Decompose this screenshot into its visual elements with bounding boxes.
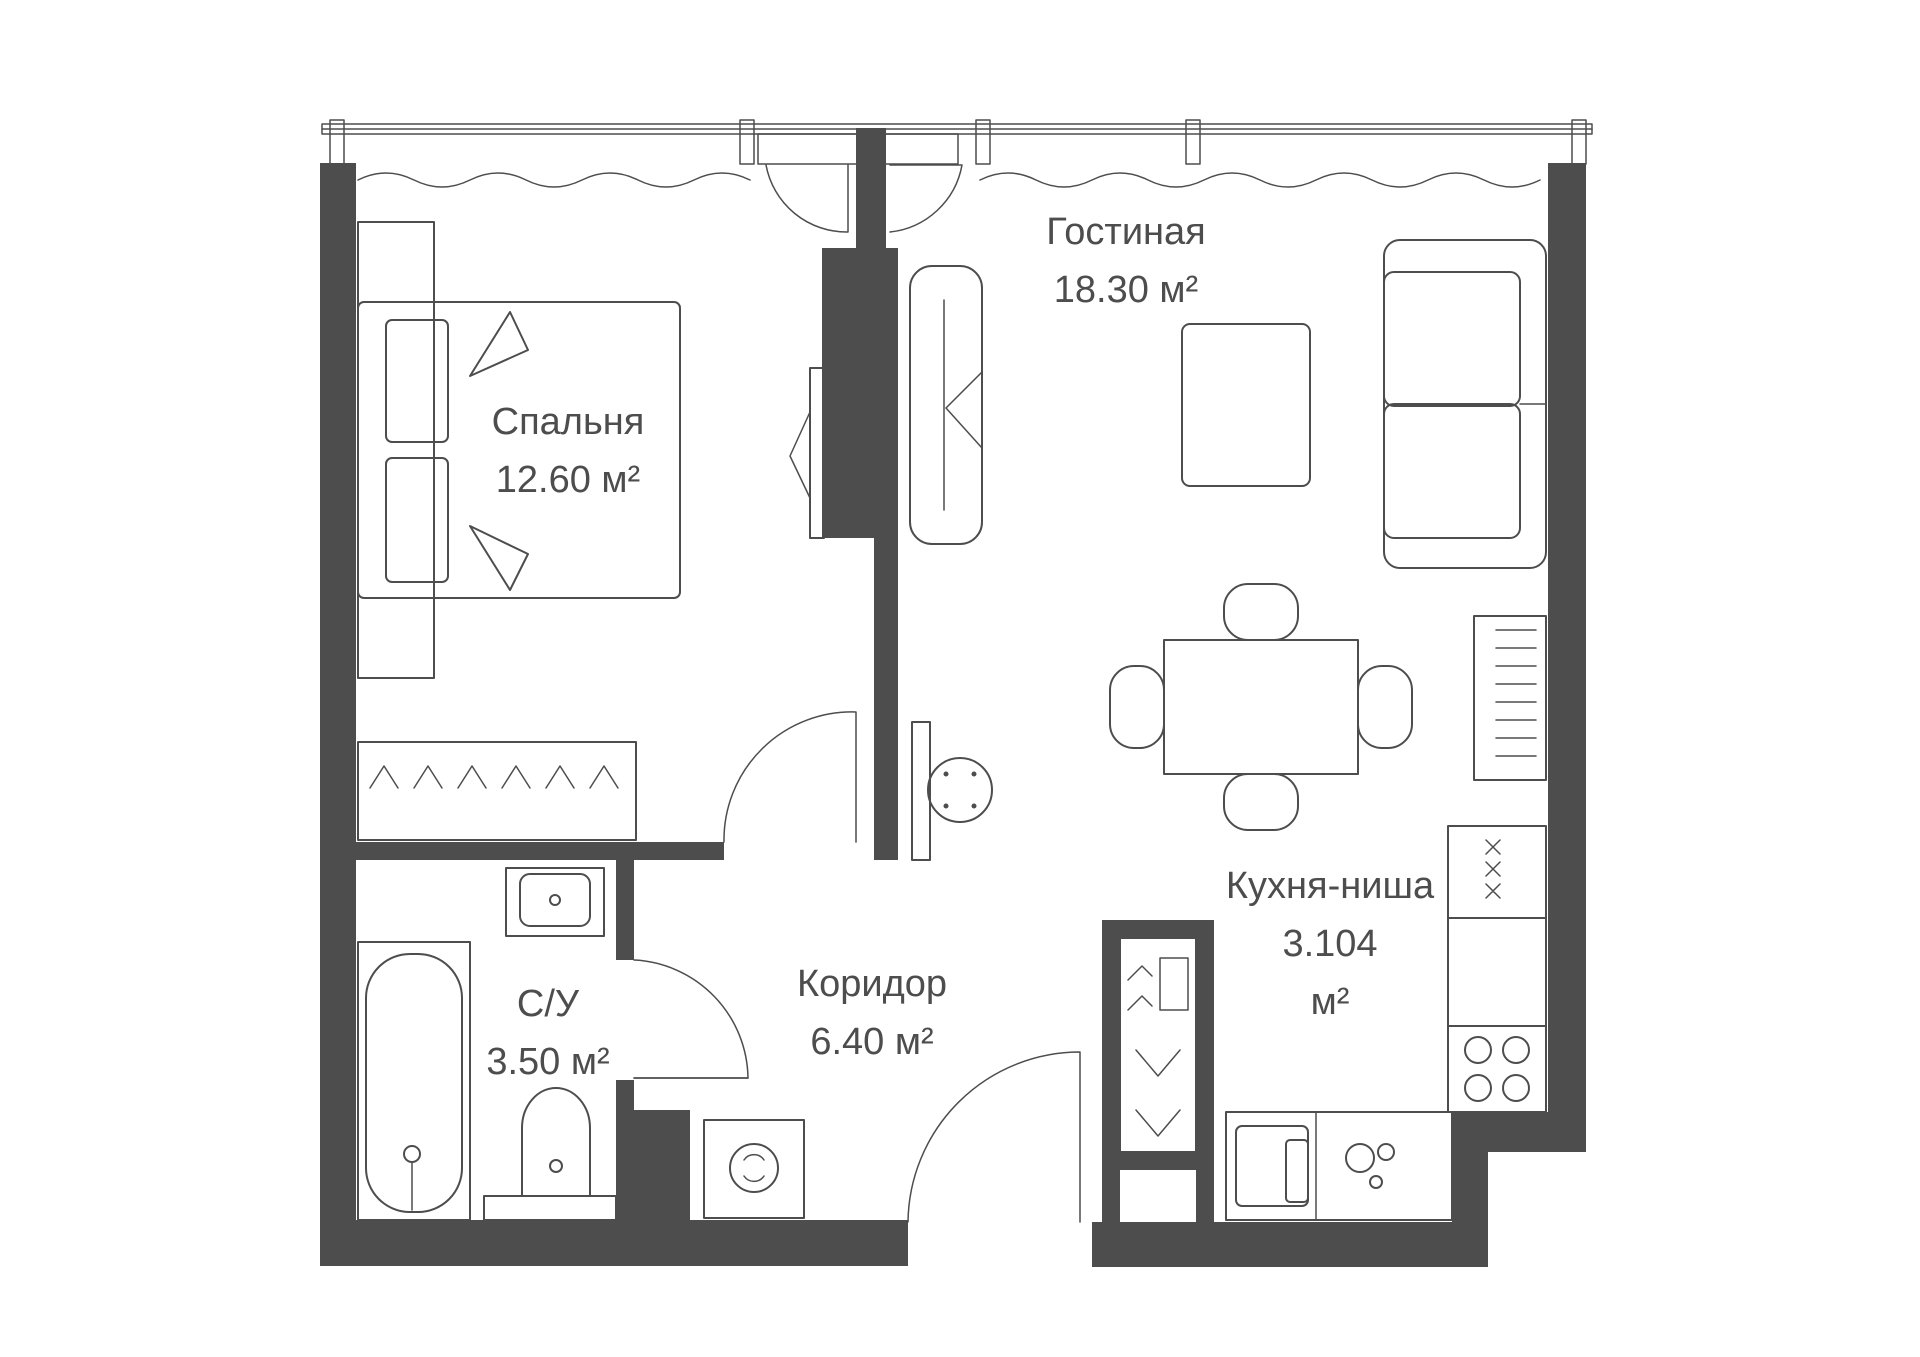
curtains: [357, 172, 1541, 188]
hallway-wardrobe: [1119, 937, 1197, 1153]
wall-wardrobe-left: [1102, 920, 1120, 1222]
corridor-name: Коридор: [797, 963, 947, 1005]
wall-bedroom-living-pillar: [822, 248, 898, 538]
kitchen-name: Кухня-ниша: [1226, 865, 1435, 907]
corridor-area: 6.40 м²: [810, 1021, 933, 1063]
living-area: 18.30 м²: [1054, 269, 1198, 311]
sofa: [1383, 239, 1547, 569]
wall-bottom-left: [320, 1220, 908, 1266]
wall-top-divider: [856, 128, 886, 248]
side-table: [911, 721, 993, 861]
bathroom-door: [633, 959, 749, 1079]
bed: [357, 221, 681, 679]
bedroom-wardrobe: [357, 741, 637, 841]
kitchen-area-unit: м²: [1311, 981, 1350, 1023]
entrance-door: [907, 1051, 1081, 1223]
wall-left: [320, 163, 356, 1265]
wall-wardrobe-top: [1102, 920, 1214, 938]
wall-top-left-stub: [320, 163, 356, 165]
bedroom-door: [723, 711, 857, 843]
washing-machine: [703, 1119, 805, 1219]
dining-table: [1109, 583, 1413, 831]
bedroom-name: Спальня: [492, 401, 645, 443]
wall-bedroom-living: [874, 538, 898, 860]
bathtub: [357, 941, 471, 1221]
wall-bottom-right: [1092, 1222, 1488, 1267]
wall-closet-box: [634, 1110, 690, 1220]
balcony-railing: [321, 119, 1593, 165]
bathroom-name: С/У: [517, 983, 580, 1025]
wall-right: [1548, 163, 1586, 1123]
wall-bath-corridor-top: [616, 860, 634, 960]
washbasin: [505, 867, 605, 937]
bathroom-area: 3.50 м²: [486, 1041, 609, 1083]
console-table: [909, 265, 983, 545]
radiator: [1473, 615, 1547, 781]
bedroom-tv-stand: [789, 367, 825, 539]
balcony-doors: [765, 164, 963, 233]
kitchen-area-value: 3.104: [1282, 923, 1377, 965]
wall-bedroom-bottom: [356, 842, 724, 860]
walls: [320, 128, 1586, 1267]
coffee-table: [1181, 323, 1311, 487]
toilet: [483, 1087, 617, 1221]
wall-bath-corridor-bottom: [616, 1080, 634, 1220]
wall-wardrobe-bottom: [1102, 1152, 1214, 1170]
living-name: Гостиная: [1046, 211, 1206, 253]
wall-wardrobe-right: [1196, 920, 1214, 1222]
bedroom-area: 12.60 м²: [496, 459, 640, 501]
kitchen-counter: [1225, 825, 1547, 1221]
